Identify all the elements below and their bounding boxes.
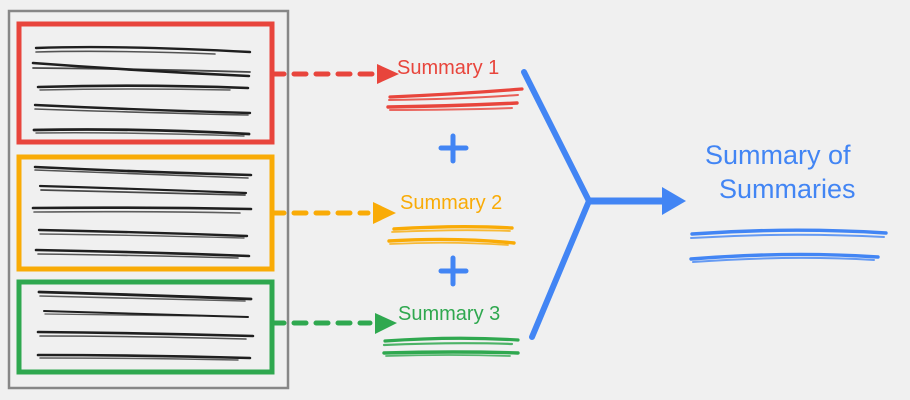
final-summary-lines: [689, 228, 888, 263]
final-summary-title-line2: Summaries: [719, 174, 856, 204]
dashed-arrow-1: [269, 64, 399, 84]
summary-1-lines: [386, 87, 524, 111]
merge-arrowhead: [662, 187, 686, 215]
merge-branch-bottom: [529, 198, 592, 340]
chunk-3-text-lines: [36, 290, 255, 361]
final-summary-title-line1: Summary of: [705, 140, 851, 170]
summary-2-label: Summary 2: [400, 192, 503, 214]
plus-2-icon: [438, 255, 469, 287]
chunk-1-box[interactable]: [16, 21, 275, 145]
summary-3-label: Summary 3: [398, 303, 501, 325]
plus-1-icon: [438, 133, 469, 164]
chunk-1-text-lines: [31, 45, 252, 137]
summary-1-label: Summary 1: [397, 57, 500, 79]
dashed-arrow-2: [269, 202, 396, 224]
document-border: [7, 9, 290, 390]
merge-arrow: [521, 69, 686, 340]
summary-3-lines: [382, 336, 520, 357]
dashed-arrow-3: [269, 313, 397, 334]
source-document: [7, 9, 290, 390]
chunk-2-text-lines: [31, 165, 253, 259]
chunk-3-box[interactable]: [16, 279, 275, 375]
chunk-3-group[interactable]: [16, 279, 275, 375]
summary-2-lines: [387, 225, 516, 246]
merge-branch-top: [521, 69, 592, 204]
chunk-1-group[interactable]: [16, 21, 275, 145]
chunk-2-group[interactable]: [16, 154, 275, 272]
